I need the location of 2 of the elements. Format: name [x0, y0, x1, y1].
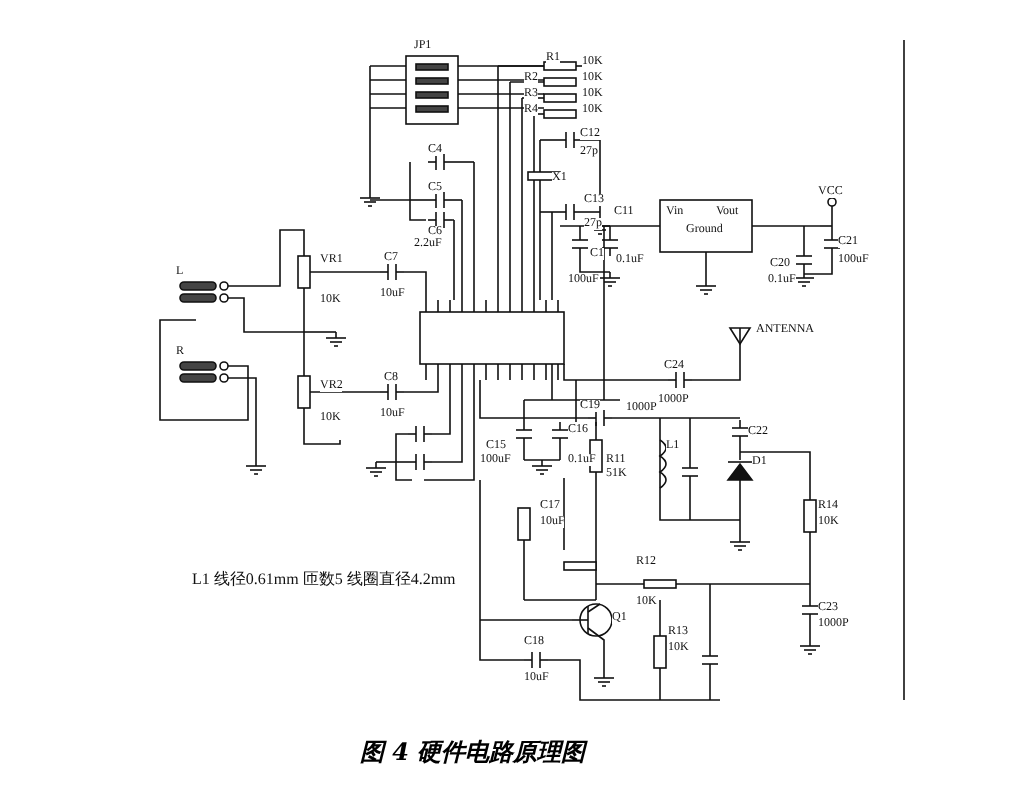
note-text: L1 线径0.61mm 匝数5 线圈直径4.2mm [192, 570, 456, 588]
figure-caption: 图 4 硬件电路原理图 [360, 736, 586, 770]
